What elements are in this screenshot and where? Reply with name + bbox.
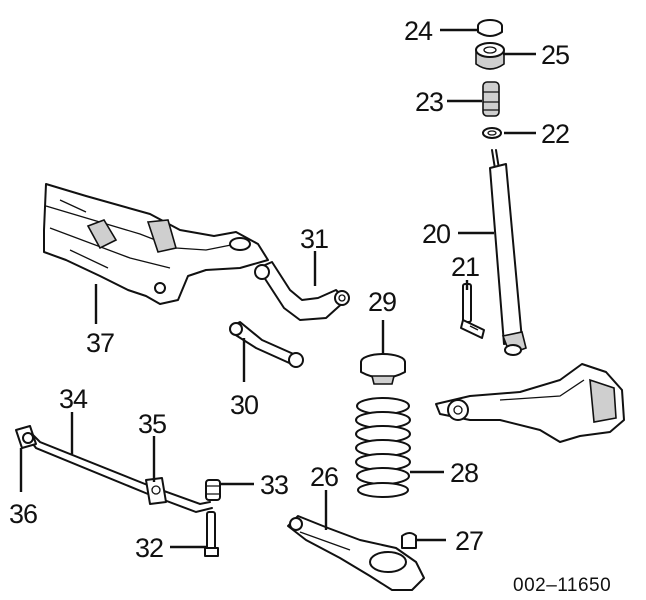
callout-26: 26 [310, 462, 338, 492]
callout-31: 31 [300, 224, 328, 254]
part-21-bolt [460, 283, 485, 339]
callout-35: 35 [138, 409, 166, 439]
part-30-lateral-link [229, 321, 304, 368]
part-23-bump-stop [482, 81, 500, 117]
part-28-coil-spring [355, 397, 411, 498]
callout-30: 30 [230, 390, 258, 420]
document-number: 002–11650 [513, 575, 611, 596]
part-35-stabilizer-bushing [145, 477, 167, 505]
callout-20: 20 [422, 219, 450, 249]
part-20-shock-absorber [489, 149, 527, 356]
part-33-link-nut [205, 479, 221, 501]
part-34-stabilizer-bar [29, 431, 219, 514]
part-27-bumper [401, 532, 417, 549]
callout-36: 36 [9, 499, 37, 529]
callout-24: 24 [404, 16, 433, 46]
part-24-dust-cap [477, 19, 503, 37]
part-37-crossmember [43, 183, 269, 305]
part-32-link-bolt [204, 511, 219, 557]
callout-33: 33 [260, 470, 288, 500]
knuckle-trailing-arm [435, 363, 625, 443]
callout-37: 37 [86, 328, 114, 358]
callout-23: 23 [415, 87, 443, 117]
callout-34: 34 [59, 384, 88, 414]
part-36-bushing-left [15, 425, 37, 449]
part-26-lower-control-arm [287, 515, 425, 591]
callout-29: 29 [368, 287, 396, 317]
callout-21: 21 [451, 252, 479, 282]
callout-28: 28 [450, 458, 478, 488]
callout-32: 32 [135, 533, 163, 563]
leader-lines [19, 28, 536, 549]
callout-25: 25 [541, 40, 569, 70]
part-22-washer [482, 127, 502, 139]
callout-27: 27 [455, 526, 483, 556]
part-25-mount-bushing [475, 42, 505, 70]
part-31-upper-control-arm [254, 261, 350, 321]
part-29-spring-insulator [360, 353, 406, 385]
callout-22: 22 [541, 119, 569, 149]
